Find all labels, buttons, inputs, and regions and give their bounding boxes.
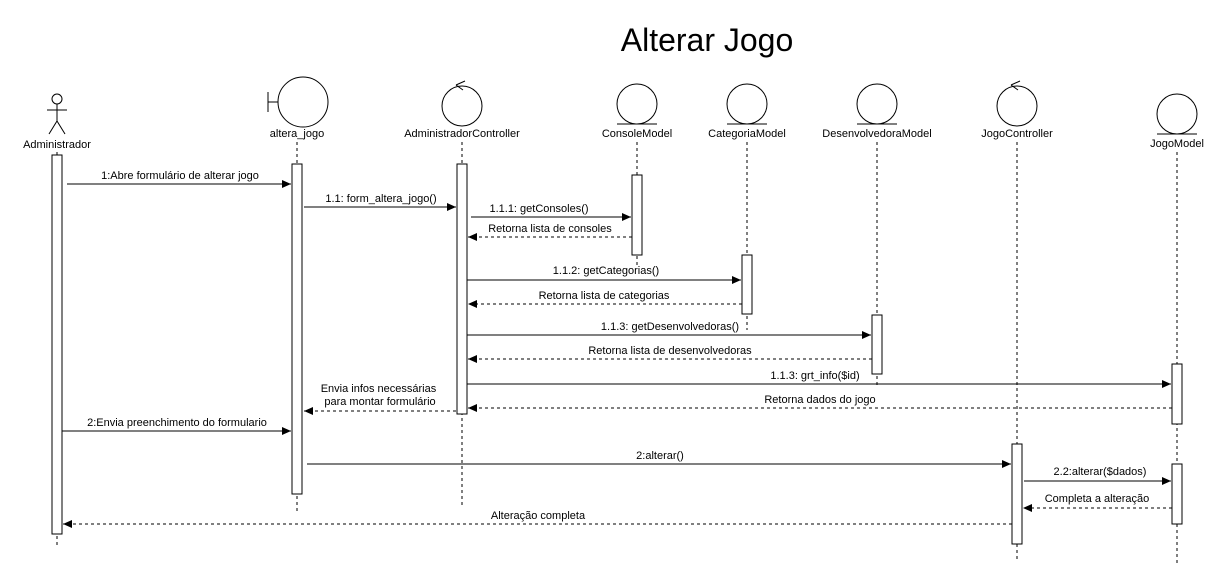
message: Completa a alteração	[1023, 493, 1172, 512]
participant-label-administrador-controller: AdministradorController	[404, 128, 520, 140]
message-label: 1.1.3: getDesenvolvedoras()	[601, 321, 739, 333]
message-label: Retorna lista de desenvolvedoras	[588, 345, 752, 357]
activation-bar	[1171, 463, 1183, 525]
boundary-icon	[267, 76, 329, 128]
activation-bar	[1011, 443, 1023, 545]
activation-bar	[631, 174, 643, 256]
participant-jogo-controller: JogoController	[981, 80, 1053, 560]
message-label: Retorna lista de consoles	[488, 223, 612, 235]
message: 1:Abre formulário de alterar jogo	[67, 170, 291, 188]
message-label: 1.1.2: getCategorias()	[553, 265, 659, 277]
message: Retorna lista de consoles	[468, 223, 632, 241]
message-label: 2:alterar()	[636, 450, 684, 462]
participant-label-console-model: ConsoleModel	[602, 128, 672, 140]
message-label: Alteração completa	[491, 510, 586, 522]
message: 1.1.2: getCategorias()	[467, 265, 741, 284]
activation-bar	[456, 163, 468, 415]
message: 1.1: form_altera_jogo()	[304, 193, 456, 211]
activation-bar	[1171, 363, 1183, 425]
message-label: Retorna dados do jogo	[764, 394, 875, 406]
message: 1.1.1: getConsoles()	[471, 203, 631, 221]
message: 2.2:alterar($dados)	[1024, 466, 1171, 485]
participant-console-model: ConsoleModel	[602, 83, 672, 265]
participant-label-categoria-model: CategoriaModel	[708, 128, 786, 140]
participant-label-jogo-controller: JogoController	[981, 128, 1053, 140]
participant-administrador-controller: AdministradorController	[404, 80, 520, 505]
message: Retorna lista de desenvolvedoras	[468, 345, 872, 363]
participant-altera-jogo: altera_jogo	[267, 76, 329, 512]
participant-desenvolvedora-model: DesenvolvedoraModel	[822, 83, 932, 385]
message-label-line-1: Envia infos necessárias	[321, 383, 437, 395]
participant-administrador: Administrador	[23, 93, 91, 545]
message-label: 2:Envia preenchimento do formulario	[87, 417, 267, 429]
message: 2:alterar()	[307, 450, 1011, 468]
entity-icon	[616, 83, 658, 125]
participant-jogo-model: JogoModel	[1150, 93, 1204, 565]
entity-icon	[726, 83, 768, 125]
message: Alteração completa	[63, 510, 1012, 528]
activation-bar	[291, 163, 303, 495]
participant-categoria-model: CategoriaModel	[708, 83, 786, 330]
actor-icon	[47, 93, 67, 135]
message-label: 1.1.3: grt_info($id)	[770, 370, 859, 382]
participant-label-jogo-model: JogoModel	[1150, 138, 1204, 150]
message-label: 2.2:alterar($dados)	[1054, 466, 1147, 478]
activation-bar	[51, 154, 63, 535]
message: Retorna lista de categorias	[468, 290, 742, 308]
control-icon	[441, 80, 483, 127]
message: 1.1.3: grt_info($id)	[467, 370, 1171, 388]
message-label: Completa a alteração	[1045, 493, 1150, 505]
message-label: Retorna lista de categorias	[539, 290, 670, 302]
message: Envia infos necessárias para montar form…	[304, 383, 456, 415]
participant-label-administrador: Administrador	[23, 139, 91, 151]
control-icon	[996, 80, 1038, 127]
message-label: 1.1.1: getConsoles()	[489, 203, 588, 215]
participant-label-desenvolvedora-model: DesenvolvedoraModel	[822, 128, 931, 140]
message: 2:Envia preenchimento do formulario	[62, 417, 291, 435]
message-label: 1:Abre formulário de alterar jogo	[101, 170, 259, 182]
message-label: 1.1: form_altera_jogo()	[325, 193, 436, 205]
participant-label-altera-jogo: altera_jogo	[270, 128, 324, 140]
entity-icon	[856, 83, 898, 125]
message-label: Envia infos necessárias para montar form…	[321, 383, 440, 408]
message-label-line-2: para montar formulário	[324, 396, 435, 408]
activation-bar	[871, 314, 883, 375]
entity-icon	[1156, 93, 1198, 135]
message: 1.1.3: getDesenvolvedoras()	[467, 321, 871, 339]
diagram-title: Alterar Jogo	[621, 22, 794, 58]
activation-bar	[741, 254, 753, 315]
message: Retorna dados do jogo	[468, 394, 1172, 412]
